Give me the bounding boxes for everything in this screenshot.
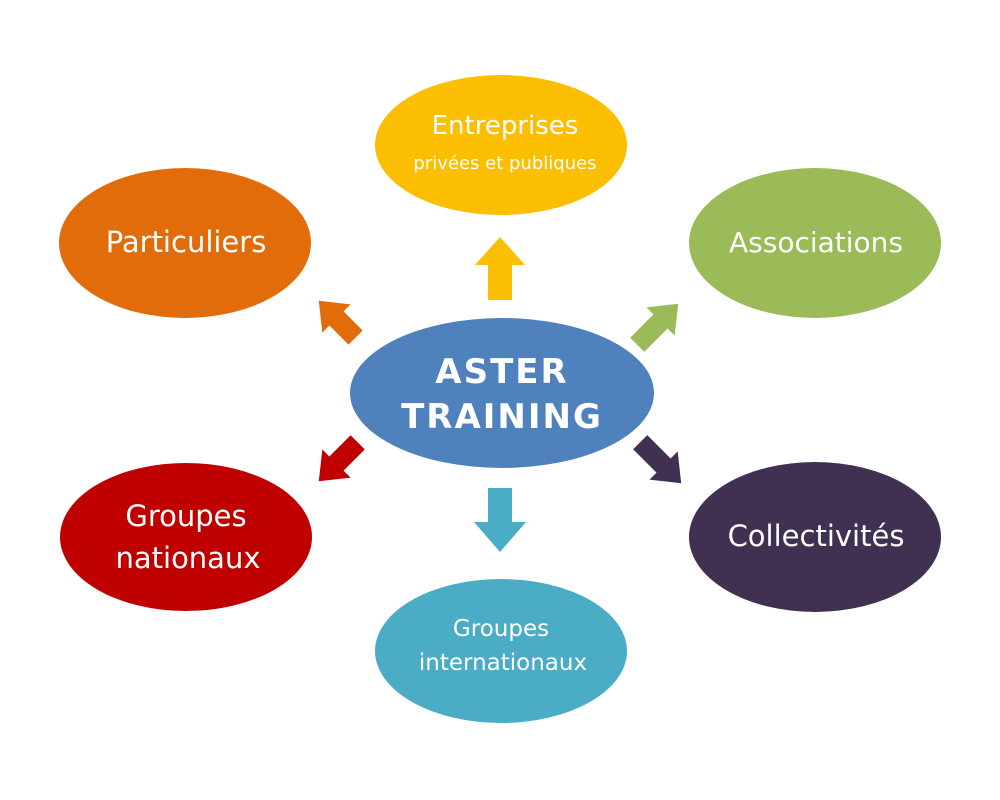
node-entreprises-shape [375, 75, 627, 215]
node-groupes-internationaux-shape [375, 579, 627, 723]
arrows [318, 237, 682, 552]
node-particuliers: Particuliers [59, 168, 311, 318]
node-aster-training-shape [350, 318, 654, 468]
node-entreprises: Entreprises privées et publiques [375, 75, 627, 215]
arrow-up-entreprises [475, 237, 525, 300]
node-groupes-nationaux-shape [60, 463, 312, 611]
node-groupes-internationaux: Groupes internationaux [375, 579, 627, 723]
arrow-down-groupes-internationaux [474, 488, 526, 552]
center-label-line1: ASTER [435, 352, 568, 392]
arrow-upright-associations [630, 303, 679, 352]
arrow-upleft-particuliers [318, 300, 363, 345]
arrow-downright-collectivites [633, 435, 682, 484]
node-collectivites-shape [689, 462, 941, 612]
arrow-downleft-groupes-nationaux [318, 435, 365, 482]
node-associations-label: Associations [729, 226, 903, 259]
node-groupes-nationaux-sublabel: nationaux [115, 541, 260, 575]
node-particuliers-shape [59, 168, 311, 318]
node-groupes-nationaux: Groupes nationaux [60, 463, 312, 611]
node-collectivites-label: Collectivités [728, 519, 905, 553]
node-associations: Associations [689, 168, 941, 318]
node-aster-training: ASTER TRAINING [350, 318, 654, 468]
node-entreprises-label: Entreprises [432, 111, 579, 141]
node-associations-shape [689, 168, 941, 318]
node-groupes-internationaux-sublabel: internationaux [419, 650, 587, 676]
node-groupes-nationaux-label: Groupes [125, 499, 246, 533]
node-entreprises-sublabel: privées et publiques [413, 153, 596, 174]
node-particuliers-label: Particuliers [106, 225, 267, 259]
node-groupes-internationaux-label: Groupes [453, 616, 549, 642]
center-label-line2: TRAINING [401, 397, 603, 437]
node-collectivites: Collectivités [689, 462, 941, 612]
